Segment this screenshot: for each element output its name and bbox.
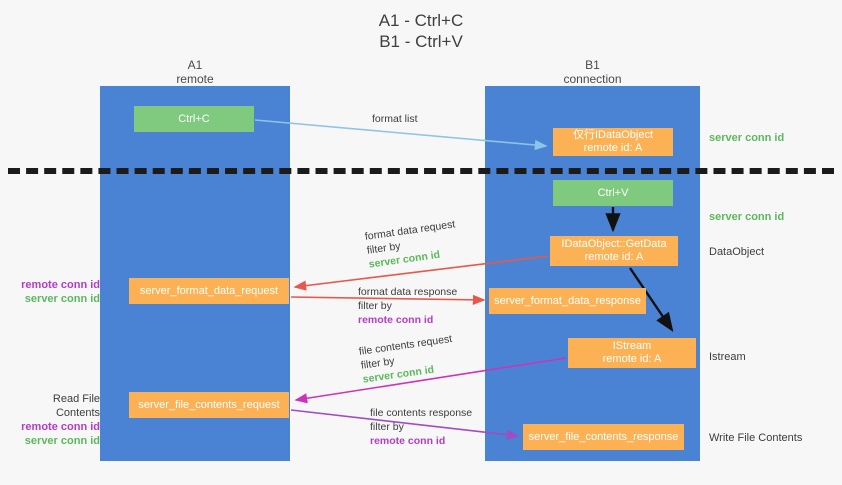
node-getdata-sublabel: remote id: A	[584, 251, 644, 263]
node-getdata-label: IDataObject::GetData	[561, 238, 667, 250]
title-line-2: B1 - Ctrl+V	[379, 32, 463, 51]
note-write-file-contents: Write File Contents	[709, 432, 803, 444]
note-server-conn-id-2: server conn id	[24, 435, 100, 447]
edge-label-file-contents-response: file contents response filter by remote …	[370, 406, 472, 448]
edge-label-format-data-response: format data response filter by remote co…	[358, 285, 457, 327]
node-ctrl-c[interactable]: Ctrl+C	[134, 106, 254, 132]
filter-value-2: remote conn id	[358, 314, 434, 326]
note-istream: Istream	[709, 351, 746, 363]
node-server-format-data-response-label: server_format_data_response	[494, 294, 641, 307]
node-istream-sublabel: remote id: A	[602, 353, 662, 365]
note-remote-conn-id-2: remote conn id	[21, 421, 100, 433]
title-line-1: A1 - Ctrl+C	[378, 11, 464, 30]
node-ctrl-v[interactable]: Ctrl+V	[553, 180, 673, 206]
note-conn-ids-file: Read File Contents remote conn id server…	[8, 392, 100, 448]
node-istream[interactable]: IStream remote id: A	[568, 338, 696, 368]
note-read-file-contents: Read File Contents	[52, 393, 100, 419]
node-server-file-contents-request-label: server_file_contents_request	[138, 398, 280, 411]
edge-label-format-list-text: format list	[372, 113, 418, 125]
lane-header-b1: B1 connection	[485, 58, 700, 86]
edge-label-file-contents-request: file contents request filter by server c…	[358, 332, 457, 387]
lane-header-a1: A1 remote	[100, 58, 290, 86]
lane-header-b1-subtitle: connection	[563, 72, 622, 86]
node-server-file-contents-response-label: server_file_contents_response	[528, 430, 679, 443]
note-dataobject: DataObject	[709, 246, 765, 258]
section-divider	[8, 168, 834, 174]
edge-label-format-list: format list	[372, 112, 418, 126]
lane-header-a1-subtitle: remote	[176, 72, 214, 86]
filter-prefix-2: filter by	[358, 300, 392, 312]
node-server-format-data-request-label: server_format_data_request	[139, 284, 279, 297]
note-server-conn-id-top: server conn id	[709, 131, 784, 145]
filter-value-4: remote conn id	[370, 435, 446, 447]
node-ctrl-v-label: Ctrl+V	[597, 186, 629, 199]
node-server-file-contents-request[interactable]: server_file_contents_request	[129, 392, 289, 418]
note-server-conn-id-mid-text: server conn id	[709, 211, 785, 223]
edge-label-file-contents-response-text: file contents response	[370, 407, 473, 419]
edge-label-file-contents-response-filter: filter by remote conn id	[370, 420, 472, 448]
node-idataobject-label: 仅行IDataObject	[572, 129, 654, 141]
edge-label-format-data-request: format data request filter by server con…	[364, 217, 460, 271]
node-idataobject-sublabel: remote id: A	[583, 142, 643, 154]
note-server-conn-id-mid: server conn id	[709, 210, 784, 224]
note-server-conn-id-top-text: server conn id	[709, 132, 785, 144]
edge-label-format-data-response-text: format data response	[358, 286, 458, 298]
lane-header-b1-title: B1	[585, 58, 600, 72]
note-remote-conn-id-1: remote conn id	[21, 279, 100, 291]
note-conn-ids-format: remote conn id server conn id	[8, 278, 100, 306]
node-server-format-data-response[interactable]: server_format_data_response	[489, 288, 646, 314]
lane-header-a1-title: A1	[187, 58, 203, 72]
node-idataobject-getdata[interactable]: IDataObject::GetData remote id: A	[550, 236, 678, 266]
note-server-conn-id-1: server conn id	[24, 293, 100, 305]
filter-prefix-4: filter by	[370, 421, 404, 433]
node-istream-label: IStream	[612, 340, 652, 352]
edge-label-format-data-response-filter: filter by remote conn id	[358, 299, 457, 327]
page-title: A1 - Ctrl+C B1 - Ctrl+V	[0, 10, 842, 52]
node-ctrl-c-label: Ctrl+C	[178, 112, 210, 125]
node-idataobject[interactable]: 仅行IDataObject remote id: A	[553, 128, 673, 156]
node-server-file-contents-response[interactable]: server_file_contents_response	[523, 424, 684, 450]
node-server-format-data-request[interactable]: server_format_data_request	[129, 278, 289, 304]
